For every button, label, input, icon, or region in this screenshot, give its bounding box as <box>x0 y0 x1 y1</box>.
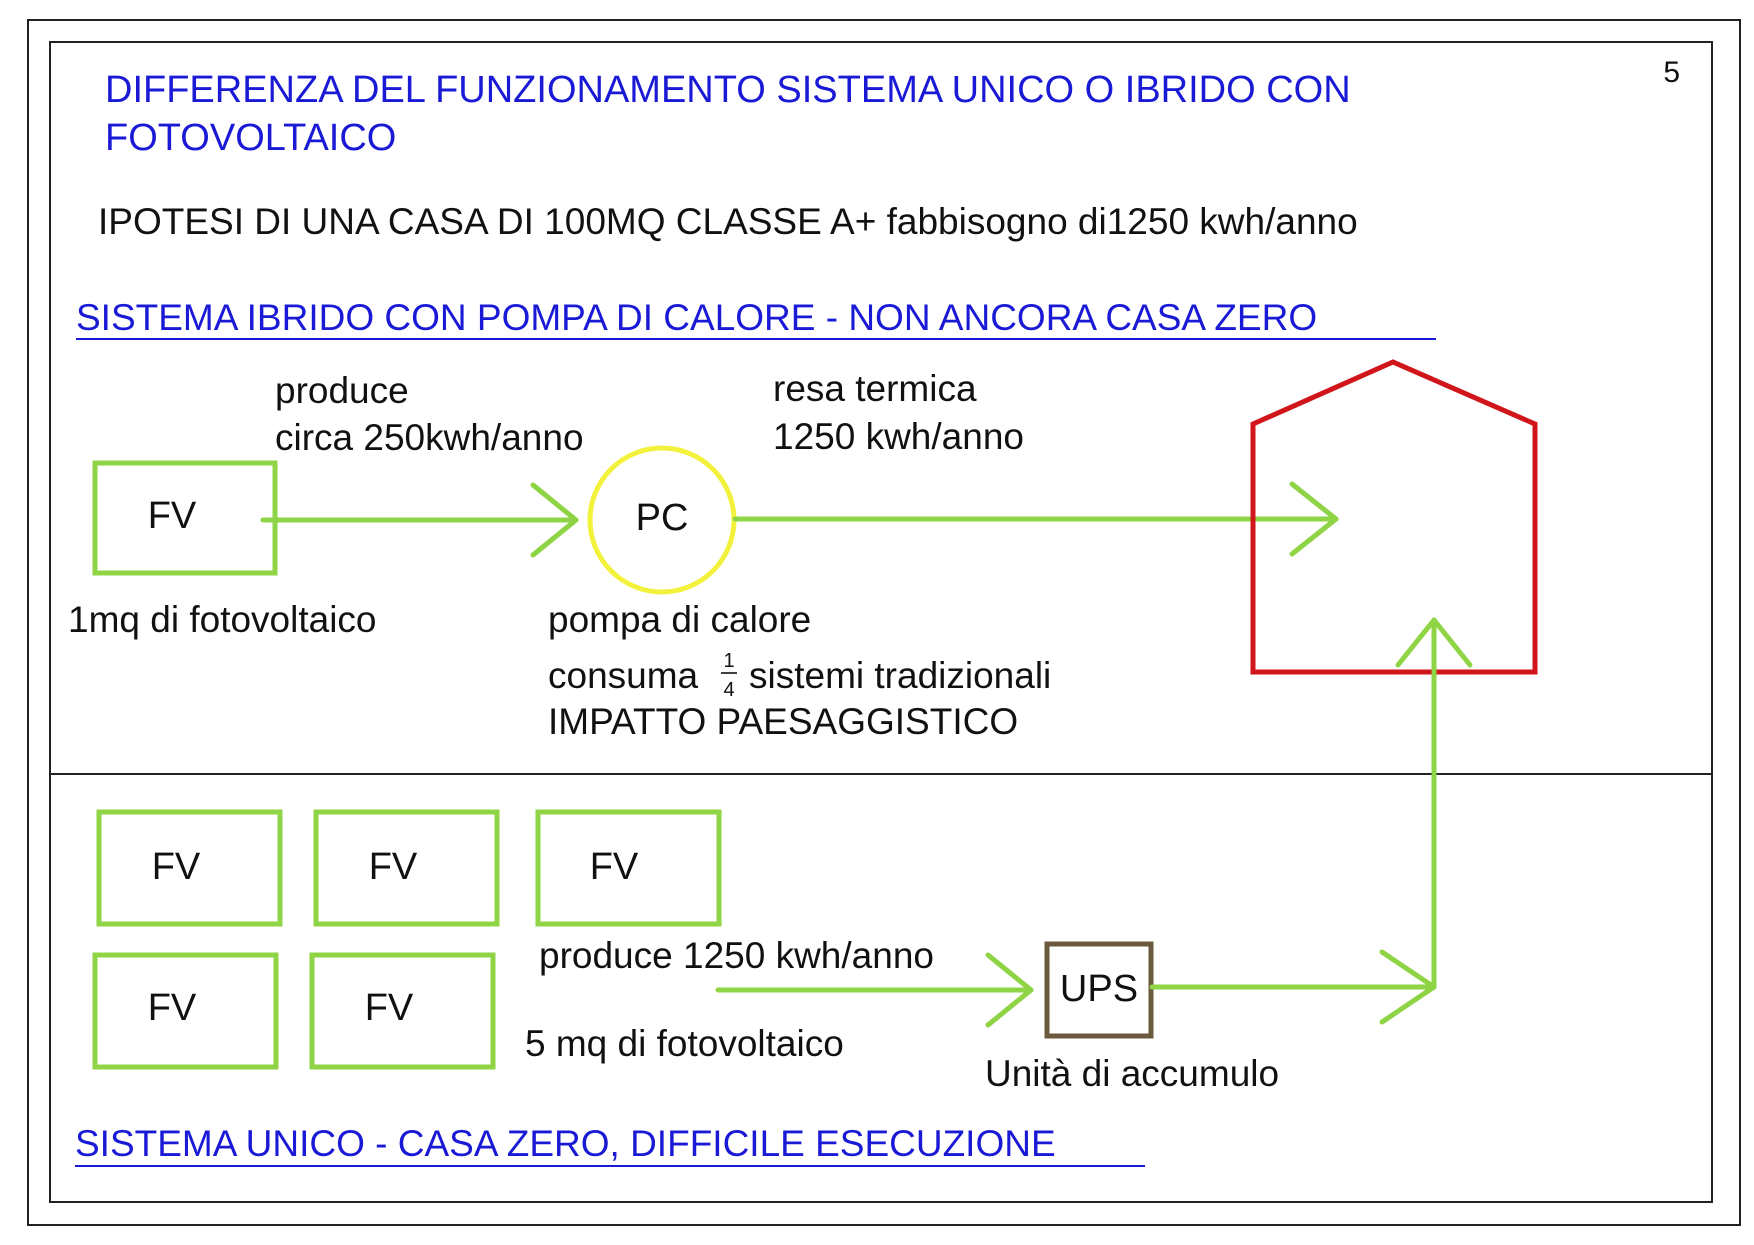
unico-fv-label-2: FV <box>369 846 418 888</box>
title-line-2: FOTOVOLTAICO <box>105 117 396 159</box>
pc-caption-2-pre: consuma <box>548 655 699 696</box>
arrow-ups-to-corner <box>1149 949 1437 1025</box>
fraction-numerator: 1 <box>723 650 734 672</box>
house-outline <box>1250 359 1538 675</box>
hybrid-produce-line-2: circa 250kwh/anno <box>275 417 584 458</box>
ups-label: UPS <box>1060 968 1138 1010</box>
unico-fv-box-4 <box>92 952 279 1070</box>
unico-heading: SISTEMA UNICO - CASA ZERO, DIFFICILE ESE… <box>75 1123 1056 1164</box>
fraction-denominator: 4 <box>723 679 734 701</box>
unico-fv-label-5: FV <box>365 987 414 1029</box>
ups-caption: Unità di accumulo <box>985 1053 1279 1094</box>
unico-fv-label-1: FV <box>152 846 201 888</box>
pc-fraction: 1 4 <box>721 650 737 701</box>
unico-fv-label-3: FV <box>590 846 639 888</box>
hybrid-produce-line-1: produce <box>275 370 409 411</box>
page-number: 5 <box>1663 56 1680 89</box>
hybrid-fv-label: FV <box>148 495 197 537</box>
arrow-up-to-house <box>1395 617 1473 990</box>
hybrid-fv-caption: 1mq di fotovoltaico <box>68 599 377 640</box>
unico-area-text: 5 mq di fotovoltaico <box>525 1023 844 1064</box>
pc-caption-3: IMPATTO PAESAGGISTICO <box>548 701 1018 742</box>
unico-produce-text: produce 1250 kwh/anno <box>539 935 934 976</box>
unico-fv-box-3 <box>535 809 722 927</box>
pc-caption-1: pompa di calore <box>548 599 811 640</box>
hybrid-heading: SISTEMA IBRIDO CON POMPA DI CALORE - NON… <box>76 297 1317 338</box>
arrow-fv-to-ups <box>715 952 1034 1028</box>
outer-frame <box>27 19 1741 1226</box>
pc-caption-2-post: sistemi tradizionali <box>749 655 1051 696</box>
title-line-1: DIFFERENZA DEL FUNZIONAMENTO SISTEMA UNI… <box>105 69 1351 111</box>
unico-fv-box-5 <box>309 952 496 1070</box>
resa-line-1: resa termica <box>773 368 977 409</box>
arrow-fv-to-pc <box>260 482 579 558</box>
resa-line-2: 1250 kwh/anno <box>773 416 1024 457</box>
arrow-pc-to-house <box>732 481 1339 557</box>
unico-fv-box-1 <box>96 809 283 927</box>
hypothesis-text: IPOTESI DI UNA CASA DI 100MQ CLASSE A+ f… <box>98 201 1358 242</box>
unico-fv-label-4: FV <box>148 987 197 1029</box>
unico-fv-box-2 <box>313 809 500 927</box>
ups-box <box>1044 941 1154 1039</box>
inner-frame <box>49 41 1713 1203</box>
pc-label: PC <box>636 497 689 539</box>
